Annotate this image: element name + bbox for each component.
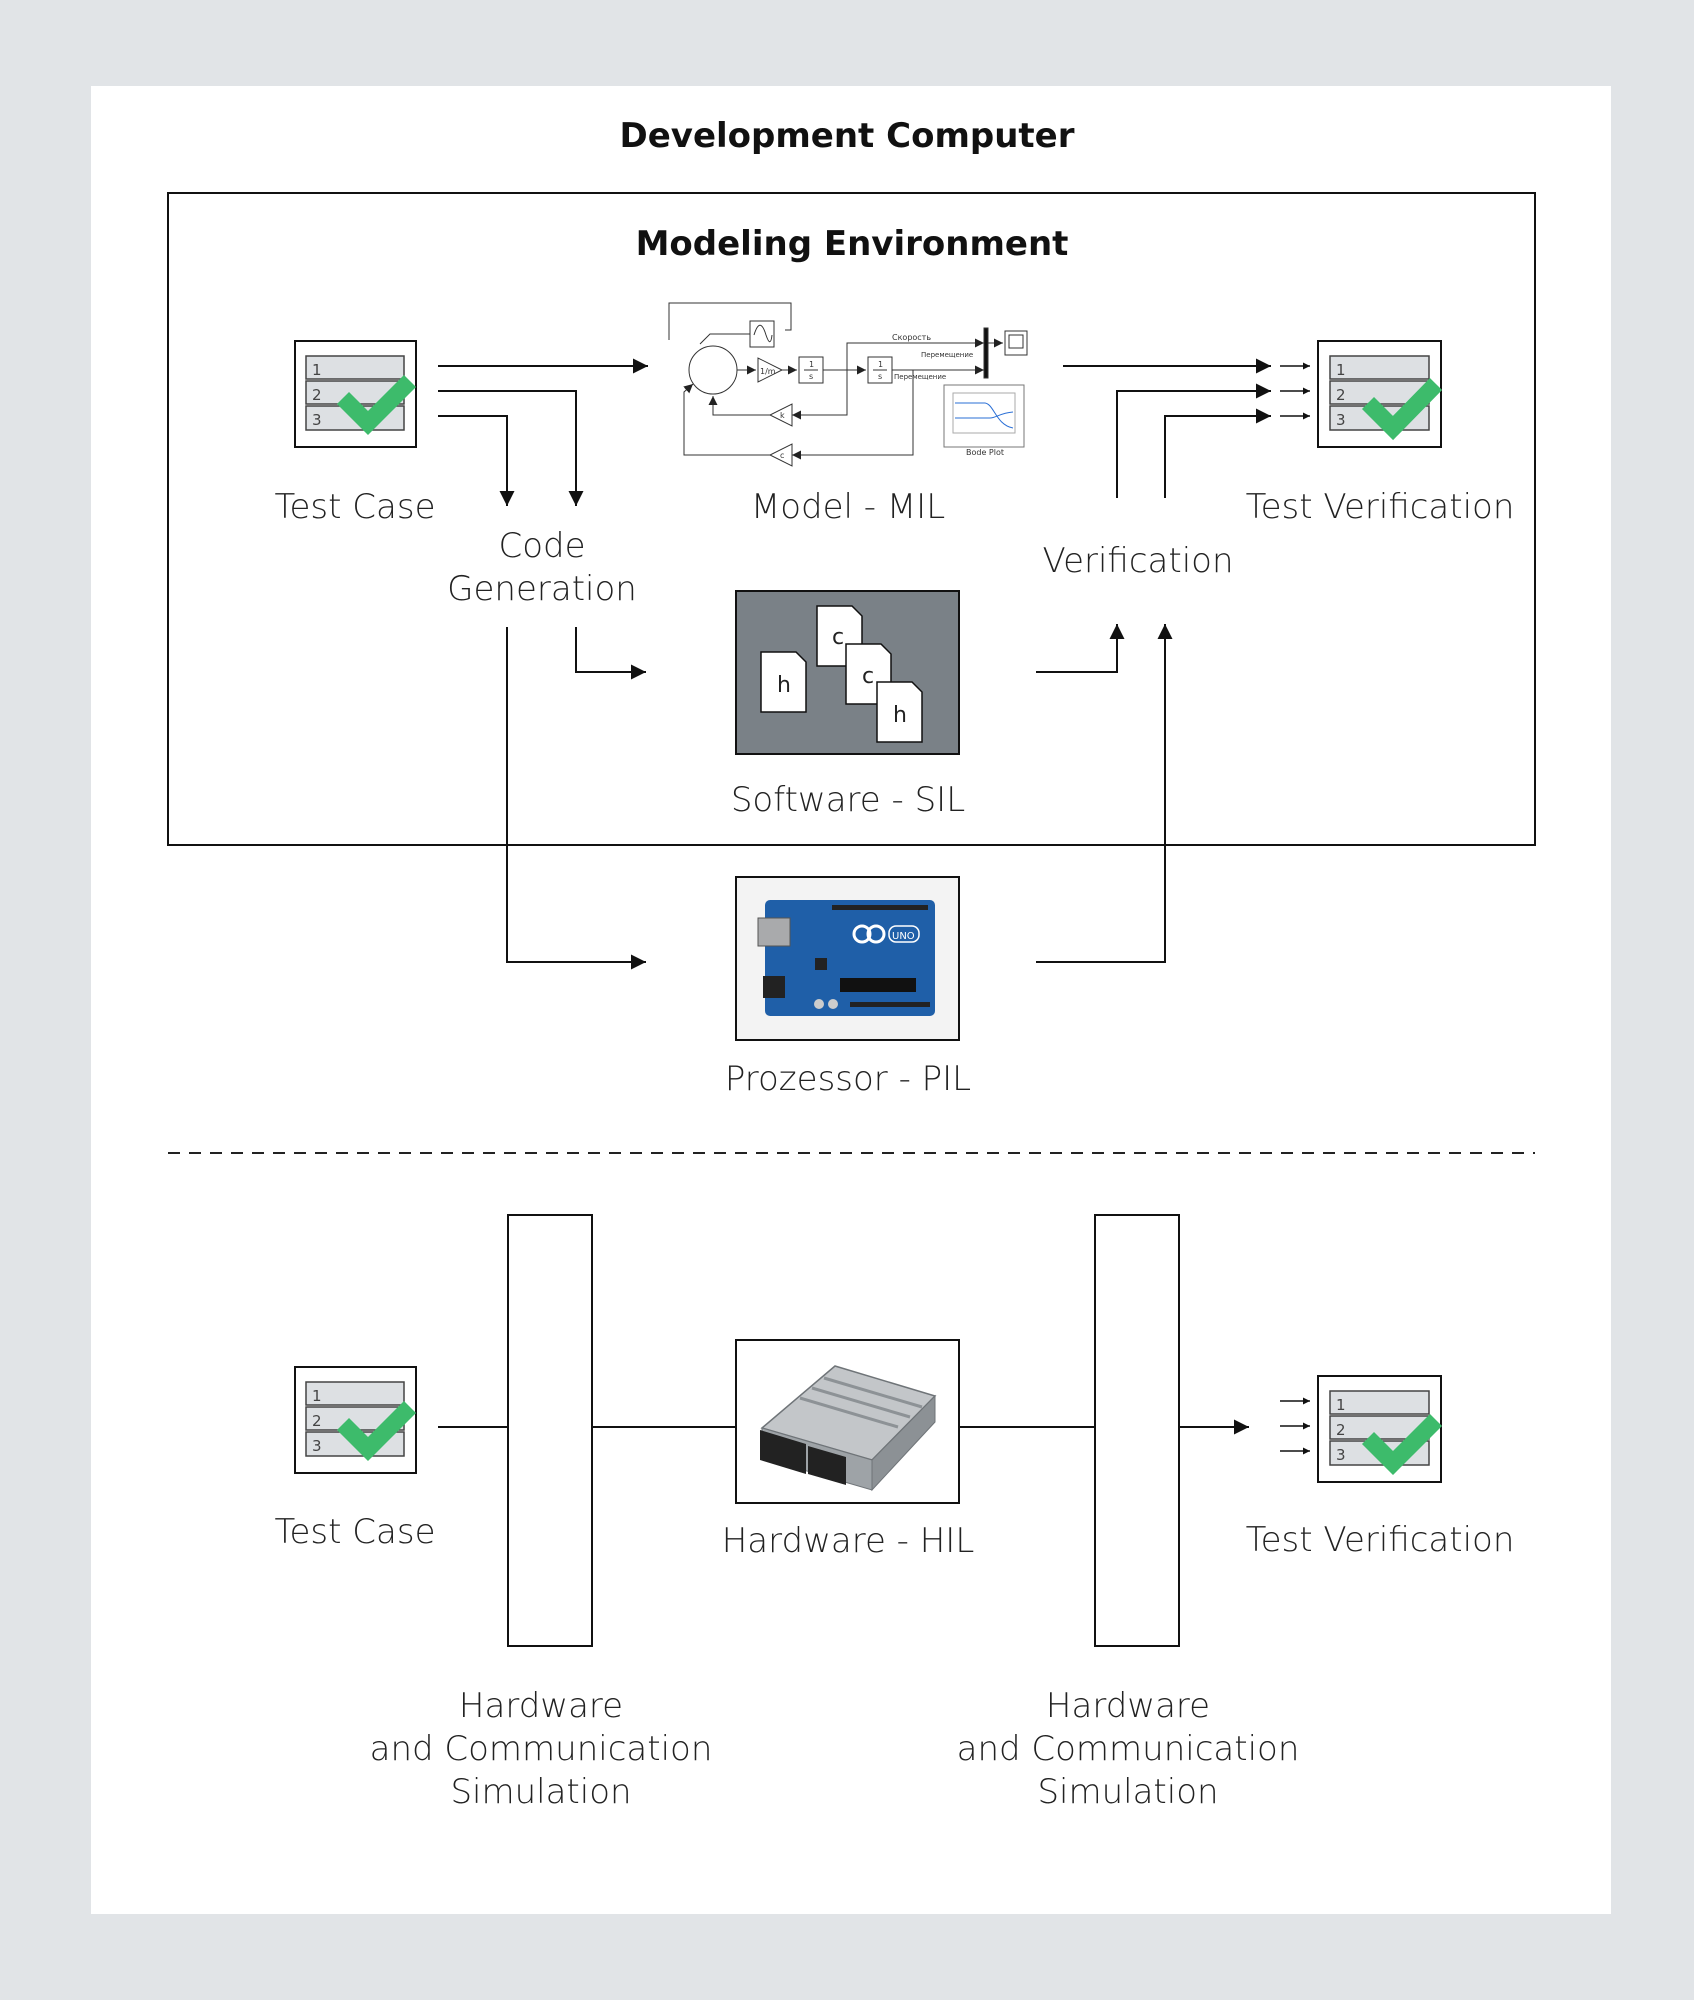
hw-comm-sim-label-left: Hardware and Communication Simulation bbox=[369, 1686, 713, 1812]
code-generation-label: Code Generation bbox=[447, 526, 637, 609]
table-row-number: 1 bbox=[1336, 361, 1346, 379]
sil-files-icon: h c c h bbox=[735, 590, 960, 755]
table-row-number: 1 bbox=[1336, 1396, 1346, 1414]
integrator-num: 1 bbox=[809, 360, 814, 369]
bode-plot-label: Bode Plot bbox=[966, 448, 1004, 457]
test-case-label-bottom: Test Case bbox=[274, 1512, 436, 1552]
check-icon bbox=[336, 1400, 417, 1462]
signal-label-speed: Скорость bbox=[892, 333, 931, 342]
test-verification-label: Test Verification bbox=[1245, 487, 1515, 527]
signal-label-displacement: Перемещение bbox=[921, 351, 973, 359]
hw-comm-sim-block-left bbox=[507, 1214, 593, 1647]
svg-text:c: c bbox=[862, 664, 874, 689]
gain-k-label: k bbox=[780, 411, 785, 420]
software-sil-label: Software - SIL bbox=[730, 780, 966, 820]
board-brand: UNO bbox=[892, 931, 915, 942]
signal-label-displacement: Перемещение bbox=[894, 373, 946, 381]
test-verification-table-icon-bottom: 1 2 3 bbox=[1317, 1375, 1443, 1483]
table-row-number: 3 bbox=[312, 411, 322, 429]
check-icon bbox=[1361, 1413, 1443, 1476]
check-icon bbox=[1361, 378, 1443, 441]
svg-text:h: h bbox=[893, 703, 907, 728]
small-input-arrows-bottom bbox=[1280, 1397, 1310, 1455]
model-mil-label: Model - MIL bbox=[750, 487, 946, 527]
prozessor-pil-label: Prozessor - PIL bbox=[724, 1059, 972, 1099]
modeling-environment-title: Modeling Environment bbox=[635, 224, 1069, 264]
test-case-label: Test Case bbox=[274, 487, 436, 527]
small-input-arrows bbox=[1280, 362, 1310, 420]
sum-block bbox=[688, 345, 738, 395]
check-icon bbox=[336, 374, 417, 436]
table-row-number: 1 bbox=[312, 1387, 322, 1405]
table-row-number: 2 bbox=[312, 1412, 322, 1430]
flow-arrows-top bbox=[438, 358, 1271, 970]
sine-source-block bbox=[749, 320, 775, 348]
development-computer-title: Development Computer bbox=[619, 116, 1075, 156]
arduino-board-image: UNO bbox=[735, 876, 960, 1041]
integrator-num: 1 bbox=[878, 360, 883, 369]
table-row-number: 3 bbox=[1336, 1446, 1346, 1464]
table-row-number: 2 bbox=[1336, 1421, 1346, 1439]
file-h-icon bbox=[876, 681, 923, 743]
model-block-labels: 1/m 1 s 1 s Скорость Перемещение Перемещ… bbox=[760, 333, 1004, 460]
mux-block bbox=[983, 327, 989, 379]
gain-block-c bbox=[768, 443, 793, 467]
test-verification-label-bottom: Test Verification bbox=[1245, 1520, 1515, 1560]
gain-1m-label: 1/m bbox=[760, 367, 776, 376]
table-row-number: 3 bbox=[1336, 411, 1346, 429]
gain-block-k bbox=[768, 403, 793, 427]
integrator-den: s bbox=[878, 372, 882, 381]
ecu-hardware-image bbox=[735, 1339, 960, 1504]
simulink-model-icon bbox=[668, 302, 1028, 467]
modeling-environment-frame bbox=[167, 192, 1536, 846]
table-row-number: 2 bbox=[312, 386, 322, 404]
svg-text:h: h bbox=[777, 673, 791, 698]
hardware-hil-label: Hardware - HIL bbox=[721, 1521, 975, 1561]
integrator-den: s bbox=[809, 372, 813, 381]
test-verification-table-icon: 1 2 3 bbox=[1317, 340, 1443, 448]
verification-label: Verification bbox=[1042, 541, 1234, 581]
gain-block-1m bbox=[757, 357, 784, 383]
test-case-table-icon: 1 2 3 bbox=[294, 340, 417, 448]
table-row-number: 3 bbox=[312, 1437, 322, 1455]
hw-comm-sim-block-right bbox=[1094, 1214, 1180, 1647]
gain-c-label: c bbox=[780, 451, 784, 460]
file-h-icon bbox=[760, 651, 807, 713]
table-row-number: 2 bbox=[1336, 386, 1346, 404]
test-case-table-icon-bottom: 1 2 3 bbox=[294, 1366, 417, 1474]
svg-text:c: c bbox=[832, 625, 844, 650]
table-row-number: 1 bbox=[312, 361, 322, 379]
hw-comm-sim-label-right: Hardware and Communication Simulation bbox=[956, 1686, 1300, 1812]
